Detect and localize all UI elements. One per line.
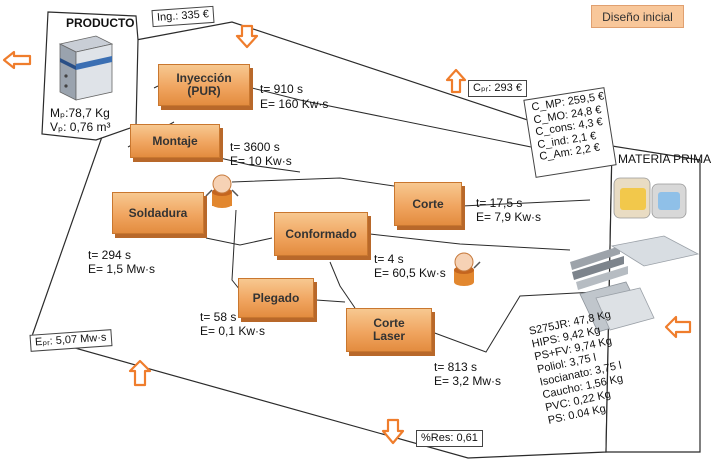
process-soldadura: Soldadura [112, 192, 204, 234]
corte-laser-time: t= 813 s [434, 360, 478, 374]
materia-prima-panel [605, 145, 701, 453]
plegado-time: t= 58 s [200, 310, 237, 324]
process-corte-laser-line2: Laser [372, 329, 406, 343]
process-montaje: Montaje [130, 124, 220, 158]
corte-time: t= 17,5 s [476, 196, 523, 210]
conformado-time: t= 4 s [374, 252, 404, 266]
process-plegado-label: Plegado [252, 290, 300, 305]
cost-breakdown: C_MP: 259,5 € C_MO: 24,8 € C_cons: 4,3 €… [523, 87, 617, 178]
process-conformado-label: Conformado [285, 226, 357, 241]
process-soldadura-label: Soldadura [128, 205, 188, 220]
canister-icon [613, 177, 687, 219]
process-corte-laser: Corte Laser [346, 308, 432, 352]
arrow-down-bottom-icon [381, 418, 405, 445]
corte-energy: E= 7,9 Kw·s [476, 210, 542, 224]
process-inyeccion: Inyección (PUR) [158, 64, 250, 106]
process-corte-laser-line1: Corte [373, 316, 405, 330]
arrow-in-left-icon [664, 315, 692, 339]
materia-prima-title: MATERIA PRIMA [618, 152, 712, 166]
operator-icon [205, 174, 239, 208]
res-tag: %Res: 0,61 [416, 430, 483, 447]
operator-icon [454, 252, 481, 286]
inyeccion-time: t= 910 s [260, 82, 304, 96]
process-plegado: Plegado [238, 278, 314, 318]
plegado-energy: E= 0,1 Kw·s [200, 324, 266, 338]
arrow-out-left-icon [2, 50, 32, 70]
producto-mass: Mₚ:78,7 Kg [50, 106, 110, 120]
arrow-up-bottom-icon [128, 359, 152, 387]
process-conformado: Conformado [274, 212, 368, 256]
corte-laser-energy: E= 3,2 Mw·s [434, 374, 502, 388]
montaje-energy: E= 10 Kw·s [230, 154, 292, 168]
steel-pipes-icon [570, 246, 628, 290]
materia-prima-list: S275JR: 47,8 Kg HIPS: 9,42 Kg PS+FV: 9,7… [528, 304, 655, 428]
product-cabinet-icon [58, 35, 114, 101]
process-inyeccion-line1: Inyección [176, 71, 232, 85]
cpr-tag: Cₚᵣ: 293 € [468, 80, 527, 97]
soldadura-time: t= 294 s [88, 248, 132, 262]
process-montaje-label: Montaje [152, 133, 198, 148]
process-corte: Corte [394, 182, 462, 226]
arrow-up-icon [445, 68, 467, 94]
metal-sheets-icon [579, 235, 700, 333]
soldadura-energy: E= 1,5 Mw·s [88, 262, 156, 276]
producto-volume: Vₚ: 0,76 m³ [50, 120, 111, 134]
flow-lines [127, 85, 596, 353]
producto-title: PRODUCTO [66, 16, 135, 30]
conformado-energy: E= 60,5 Kw·s [374, 266, 446, 280]
diseno-inicial-badge: Diseño inicial [591, 5, 684, 28]
process-corte-label: Corte [412, 196, 444, 211]
arrow-down-icon [235, 24, 259, 49]
inyeccion-energy: E= 160 Kw·s [260, 97, 329, 111]
montaje-time: t= 3600 s [230, 140, 280, 154]
process-inyeccion-line2: (PUR) [187, 84, 221, 98]
